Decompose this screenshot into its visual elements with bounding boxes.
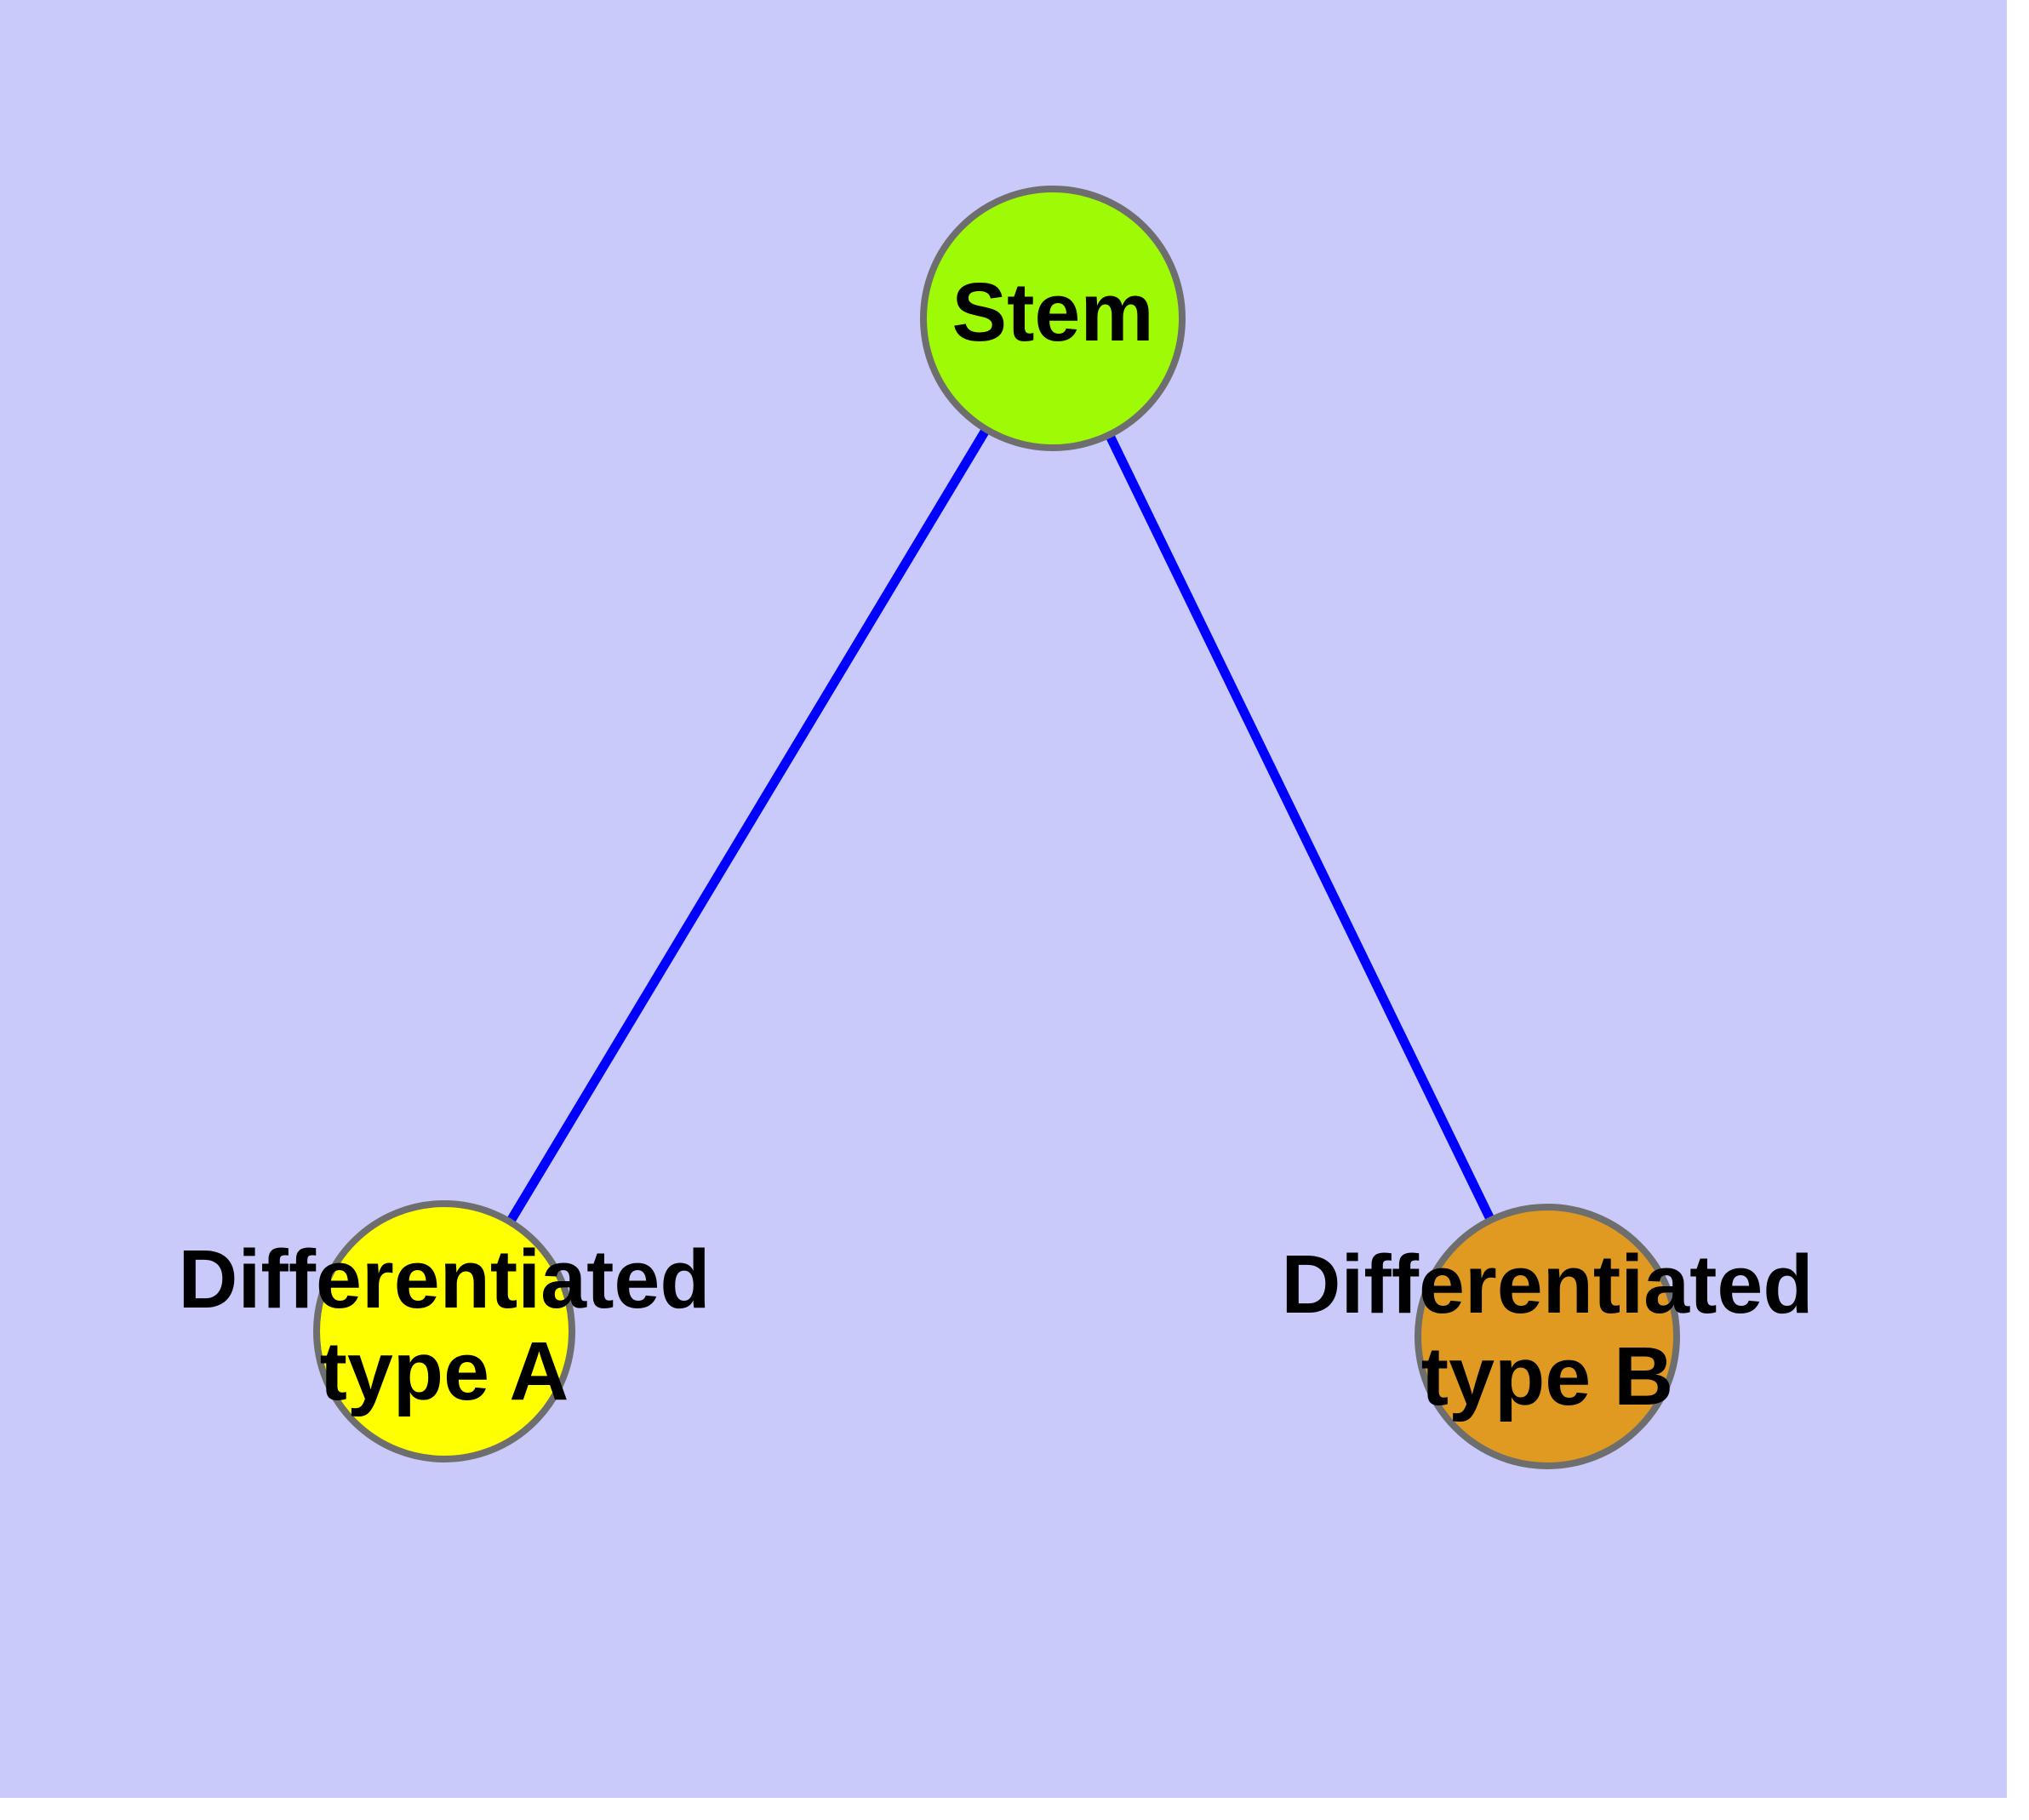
nodes-layer [313,186,1680,1469]
node-label-line: Stem [952,266,1153,358]
edges-layer [440,316,1552,1339]
node-label-line: type A [320,1325,569,1417]
node-label-line: Differentiated [178,1233,710,1325]
node-diff_a[interactable] [313,1200,575,1462]
node-stem[interactable] [920,186,1186,451]
node-label-line: type B [1421,1330,1673,1422]
node-label-stem: Stem [952,266,1153,358]
edge-stem-diff-a[interactable] [440,316,1057,1334]
node-diff_b[interactable] [1415,1204,1680,1469]
node-label-line: Differentiated [1281,1238,1813,1331]
edge-stem-diff-b[interactable] [1049,316,1552,1339]
